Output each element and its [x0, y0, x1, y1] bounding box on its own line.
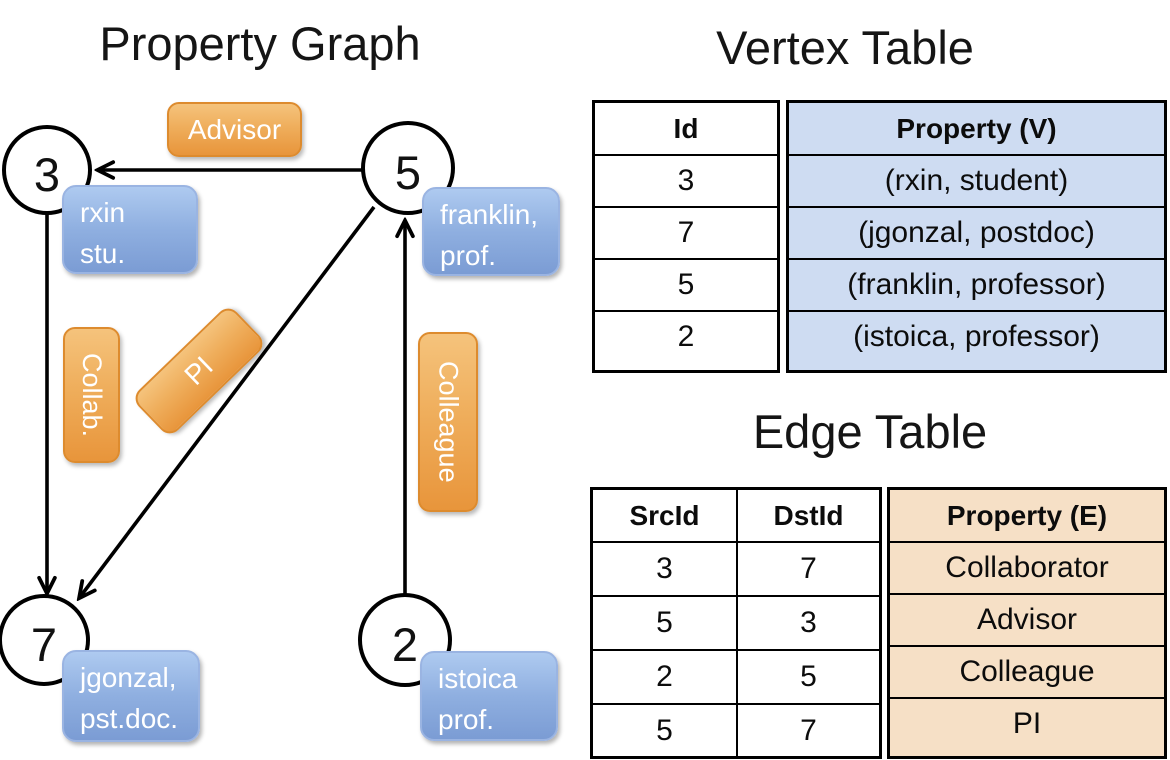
- edge-table-property-cell: Colleague: [890, 645, 1164, 697]
- vertex-table-title: Vertex Table: [716, 21, 974, 74]
- vertex-prop-box-5: franklin, prof.: [422, 187, 560, 276]
- node-id-2: 2: [391, 617, 419, 671]
- vertex-prop-box-7: jgonzal, pst.doc.: [62, 650, 200, 742]
- vertex-prop-box-3: rxin stu.: [62, 185, 198, 274]
- edge-table-header-property: Property (E): [946, 499, 1108, 531]
- edge-table-src-cell: 3: [656, 552, 673, 585]
- vertex-table-header-id: Id: [673, 112, 699, 144]
- edge-table-property-cell: Advisor: [890, 593, 1164, 645]
- edge-table-header-srcid: SrcId: [629, 499, 700, 531]
- node-id-3: 3: [33, 147, 61, 201]
- edge-table-src-cell: 5: [656, 714, 673, 747]
- edge-table-src-cell: 2: [656, 660, 673, 693]
- edge-table-header-dstid: DstId: [736, 490, 879, 541]
- edge-table-property-cell: Collaborator: [890, 541, 1164, 593]
- vertex-table-property-cell: (franklin, professor): [789, 258, 1164, 310]
- edge-table-property-cell: PI: [890, 697, 1164, 749]
- vertex-table-property-column: Property (V) (rxin, student) (jgonzal, p…: [786, 100, 1167, 373]
- vertex-prop-box-2: istoica prof.: [420, 651, 558, 741]
- vertex-prop-line: prof.: [438, 703, 495, 735]
- graph-canvas: [0, 121, 455, 687]
- edge-table-id-columns: SrcId DstId 3 7 5 3 2 5 5 7: [590, 487, 882, 759]
- vertex-table-header-property: Property (V): [896, 112, 1057, 144]
- edge-table-dst-cell: 7: [736, 705, 879, 757]
- vertex-table-id-cell: 3: [595, 154, 777, 206]
- vertex-prop-line: pst.doc.: [80, 702, 179, 734]
- edge-table-src-cell: 5: [656, 606, 673, 639]
- vertex-table-id-cell: 2: [595, 310, 777, 362]
- edge-table-title: Edge Table: [752, 405, 988, 458]
- vertex-prop-line: stu.: [80, 237, 126, 269]
- node-id-7: 7: [30, 617, 58, 671]
- edge-label-advisor: Advisor: [167, 102, 302, 157]
- vertex-table-property-cell: (jgonzal, postdoc): [789, 206, 1164, 258]
- edge-table-dst-cell: 5: [736, 651, 879, 703]
- vertex-prop-line: franklin,: [440, 199, 539, 230]
- vertex-table-property-cell: (istoica, professor): [789, 310, 1164, 362]
- edge-label-colleague: Colleague: [418, 332, 478, 512]
- vertex-prop-line: istoica: [438, 663, 518, 694]
- vertex-table-id-cell: 7: [595, 206, 777, 258]
- edge-label-collab: Collab.: [63, 327, 120, 463]
- vertex-prop-line: rxin: [80, 197, 126, 228]
- vertex-prop-line: prof.: [440, 239, 497, 271]
- vertex-table-property-cell: (rxin, student): [789, 154, 1164, 206]
- edge-table-dst-cell: 3: [736, 597, 879, 649]
- property-graph-title: Property Graph: [99, 17, 421, 70]
- vertex-table-id-cell: 5: [595, 258, 777, 310]
- edge-table-dst-cell: 7: [736, 543, 879, 595]
- edge-arrow-5-to-7: [80, 205, 376, 597]
- vertex-prop-line: jgonzal,: [80, 662, 177, 693]
- node-id-5: 5: [394, 145, 422, 199]
- vertex-table-id-column: Id 3 7 5 2: [592, 100, 780, 373]
- edge-table-property-column: Property (E) Collaborator Advisor Collea…: [887, 487, 1167, 759]
